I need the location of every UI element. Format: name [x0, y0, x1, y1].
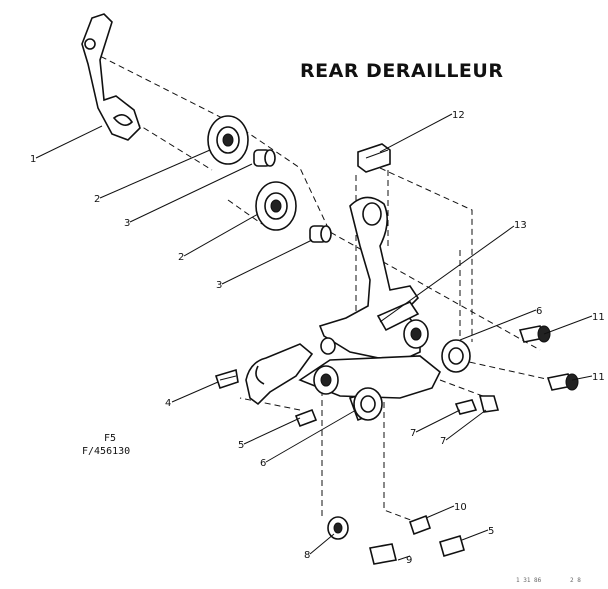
cable-clamp-part	[357, 143, 391, 173]
pivot-bolt-part	[369, 543, 397, 565]
rear-roller-part	[441, 339, 471, 373]
callout-11-lower: 11	[592, 372, 605, 383]
limit-screw-left-part	[294, 408, 318, 428]
callout-12: 12	[452, 110, 465, 121]
footer-mark-right: 2 8	[570, 577, 581, 584]
front-roller-part	[348, 387, 383, 422]
callout-7-a: 7	[410, 428, 416, 439]
callout-3-lower: 3	[216, 280, 222, 291]
callout-6-front: 6	[260, 458, 266, 469]
hanger-plate-part	[81, 13, 141, 141]
washer-part	[408, 514, 432, 536]
upper-bushing-part	[253, 149, 276, 167]
callout-5-right: 5	[488, 526, 494, 537]
adjust-screw-b-part	[478, 395, 500, 413]
callout-1: 1	[30, 154, 36, 165]
derailleur-body-part	[298, 196, 442, 399]
callout-2-lower: 2	[178, 252, 184, 263]
screw-part	[439, 535, 465, 557]
cable-guide-part	[214, 368, 239, 390]
nut-part	[327, 516, 349, 540]
catalog-code-line2: F/456130	[82, 446, 131, 457]
callout-5-left: 5	[238, 440, 244, 451]
callout-2-upper: 2	[94, 194, 100, 205]
callout-8: 8	[304, 550, 310, 561]
callout-labels: 1 2 3 2 3 4 5 6 7 7 8 9 10 5 6 11 11 12 …	[30, 110, 605, 566]
callout-7-b: 7	[440, 436, 446, 447]
callout-10: 10	[454, 502, 467, 513]
callout-9: 9	[406, 555, 412, 566]
callout-11-upper: 11	[592, 312, 605, 323]
catalog-code-line1: F5	[104, 433, 117, 444]
limit-screw-upper-part	[518, 325, 551, 343]
lower-bushing-part	[309, 225, 332, 243]
callout-3-upper: 3	[124, 218, 130, 229]
assembly-alignment-lines	[91, 51, 561, 523]
callout-13: 13	[514, 220, 527, 231]
limit-screw-lower-part	[546, 373, 579, 391]
lower-pulley-part	[255, 181, 297, 231]
upper-pulley-part	[207, 115, 249, 165]
footer-mark-left: 1 31 86	[516, 577, 542, 584]
leader-lines	[35, 113, 593, 561]
adjust-screw-a-part	[454, 399, 478, 415]
lower-arm-part	[245, 343, 314, 406]
callout-4: 4	[165, 398, 171, 409]
callout-6-rear: 6	[536, 306, 542, 317]
diagram-title: REAR DERAILLEUR	[300, 60, 504, 82]
